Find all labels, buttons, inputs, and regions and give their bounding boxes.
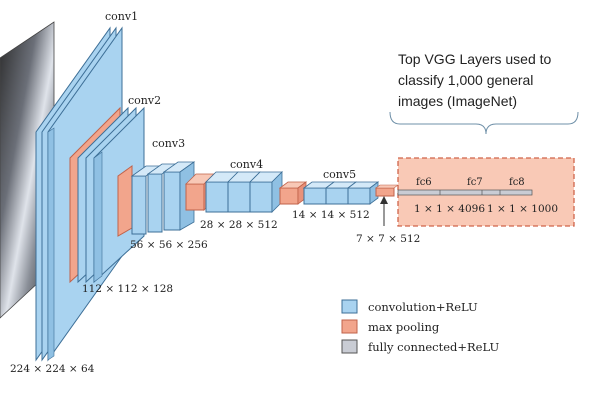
fc8-dim: 1 × 1 × 1000 bbox=[487, 203, 558, 215]
legend-swatch-fc bbox=[341, 339, 358, 354]
annotation-line-2: classify 1,000 general bbox=[398, 72, 533, 88]
conv3-label: conv3 bbox=[152, 137, 185, 150]
fc7-label: fc7 bbox=[467, 177, 483, 188]
legend-label-fc: fully connected+ReLU bbox=[368, 340, 499, 354]
conv3-block bbox=[117, 161, 196, 237]
conv3-dim: 56 × 56 × 256 bbox=[130, 239, 208, 251]
conv1-label: conv1 bbox=[105, 10, 138, 23]
fc67-dim: 1 × 1 × 4096 bbox=[414, 203, 485, 215]
pool5-block bbox=[375, 184, 399, 197]
conv5-label: conv5 bbox=[323, 168, 356, 181]
annotation-line-1: Top VGG Layers used to bbox=[398, 51, 552, 67]
conv4-block bbox=[185, 171, 283, 213]
conv4-label: conv4 bbox=[230, 158, 263, 171]
legend-label-conv: convolution+ReLU bbox=[368, 300, 478, 314]
pool5-arrow bbox=[380, 196, 388, 226]
fc6-label: fc6 bbox=[416, 177, 432, 188]
conv4-dim: 28 × 28 × 512 bbox=[200, 219, 278, 231]
legend: convolution+ReLU max pooling fully conne… bbox=[341, 299, 499, 354]
annotation-line-3: images (ImageNet) bbox=[398, 93, 517, 109]
conv5-dim: 14 × 14 × 512 bbox=[292, 209, 370, 221]
annotation-bracket bbox=[389, 111, 579, 135]
fc-layers bbox=[397, 189, 533, 196]
conv5-block bbox=[278, 181, 380, 205]
conv1-dim: 224 × 224 × 64 bbox=[10, 363, 95, 375]
legend-swatch-conv bbox=[341, 299, 358, 314]
legend-label-pool: max pooling bbox=[368, 320, 440, 334]
legend-swatch-pool bbox=[341, 319, 358, 334]
fc8-label: fc8 bbox=[509, 177, 525, 188]
conv2-dim: 112 × 112 × 128 bbox=[82, 283, 173, 295]
pool5-dim: 7 × 7 × 512 bbox=[356, 233, 420, 245]
conv2-label: conv2 bbox=[128, 94, 161, 107]
